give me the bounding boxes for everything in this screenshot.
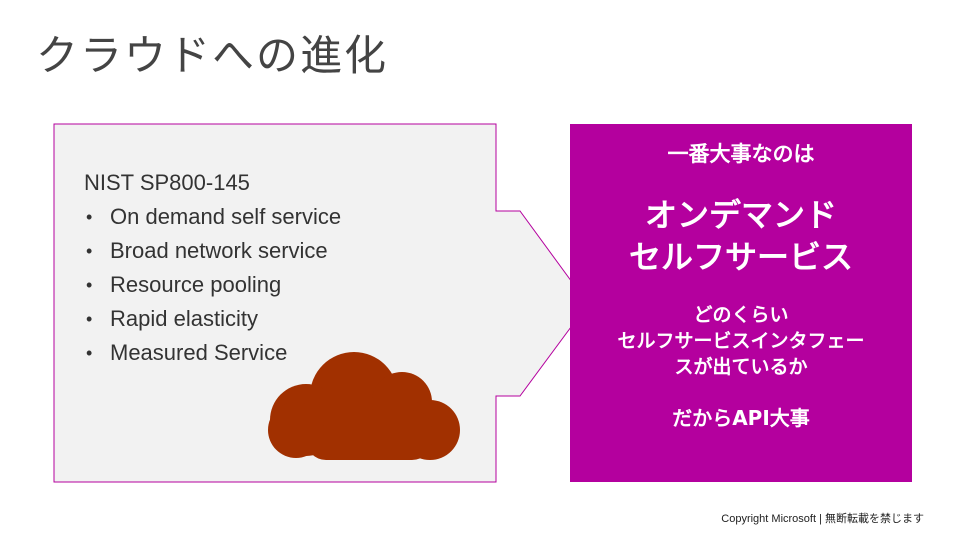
nist-heading: NIST SP800-145 xyxy=(84,170,250,195)
cloud-icon xyxy=(268,352,460,460)
copyright-footer: Copyright Microsoft | 無断転載を禁じます xyxy=(721,513,924,525)
list-item: •Resource pooling xyxy=(84,268,341,302)
key-point-main: オンデマンド セルフサービス xyxy=(628,196,853,276)
key-point-intro: 一番大事なのは xyxy=(667,142,815,166)
nist-characteristics: NIST SP800-145 •On demand self service •… xyxy=(84,166,341,370)
bullet-icon: • xyxy=(86,275,93,295)
list-item: •Broad network service xyxy=(84,234,341,268)
key-point-conclusion: だからAPI大事 xyxy=(672,406,810,430)
bullet-icon: • xyxy=(86,309,93,329)
characteristics-list: •On demand self service •Broad network s… xyxy=(84,200,341,370)
arrow-body xyxy=(53,123,589,483)
bullet-icon: • xyxy=(86,241,93,261)
key-point-panel: 一番大事なのは オンデマンド セルフサービス どのくらい セルフサービスインタフ… xyxy=(570,124,912,482)
key-point-question: どのくらい セルフサービスインタフェー スが出ているか xyxy=(617,304,865,378)
bullet-icon: • xyxy=(86,343,93,363)
slide-title: クラウドへの進化 xyxy=(36,31,389,80)
bullet-icon: • xyxy=(86,207,93,227)
list-item: •Measured Service xyxy=(84,336,341,370)
list-item: •Rapid elasticity xyxy=(84,302,341,336)
list-item: •On demand self service xyxy=(84,200,341,234)
